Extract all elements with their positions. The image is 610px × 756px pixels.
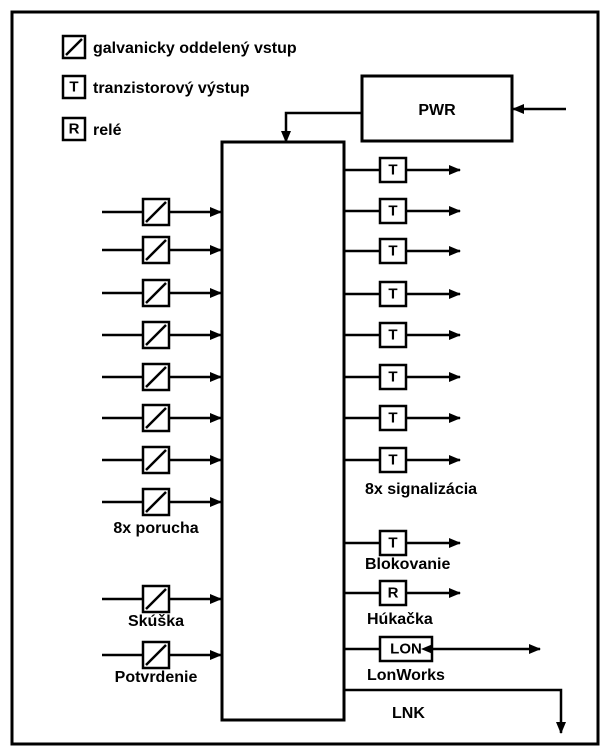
output-box-letter: LON xyxy=(390,641,422,658)
legend: galvanicky oddelený vstup T tranzistorov… xyxy=(61,34,297,142)
signal-output-1: T xyxy=(344,156,461,184)
outputs-group: T T T T T T T T T R LON xyxy=(344,156,541,663)
signal-output-7: T xyxy=(344,404,461,432)
legend-transistor-letter: T xyxy=(69,79,78,96)
transistor-box-icon xyxy=(378,363,408,391)
legend-galvanic-label: galvanicky oddelený vstup xyxy=(93,40,297,57)
input-label-skuska: Skúška xyxy=(128,613,184,630)
outputs-signal-label: 8x signalizácia xyxy=(365,481,477,498)
input-skuska xyxy=(102,584,222,614)
lnk-label: LNK xyxy=(392,705,425,722)
output-box-letter: T xyxy=(388,203,397,220)
signal-output-8: T xyxy=(344,446,461,474)
output-box-letter: T xyxy=(388,243,397,260)
fault-input-5 xyxy=(102,362,222,392)
main-controller-block xyxy=(220,140,346,722)
galvanic-slash xyxy=(65,38,83,56)
galvanic-slash xyxy=(145,324,167,346)
transistor-box-icon xyxy=(61,74,87,100)
galvanic-slash xyxy=(145,407,167,429)
galvanic-slash xyxy=(145,201,167,223)
output-box-letter: T xyxy=(388,162,397,179)
galvanic-slash xyxy=(145,366,167,388)
fault-input-2 xyxy=(102,235,222,265)
output-lonworks: LON xyxy=(344,635,541,663)
inputs-group-label: 8x porucha xyxy=(113,520,198,537)
output-label-lonworks: LonWorks xyxy=(367,667,445,684)
output-hukacka: R xyxy=(344,579,461,607)
output-box-letter: T xyxy=(388,452,397,469)
fault-input-4 xyxy=(102,320,222,350)
signal-output-3: T xyxy=(344,237,461,265)
output-box-letter: R xyxy=(388,585,399,602)
pwr-box xyxy=(360,74,514,143)
fault-input-1 xyxy=(102,197,222,227)
outer-frame xyxy=(10,10,600,746)
pwr-label: PWR xyxy=(418,102,456,119)
output-blokovanie: T xyxy=(344,529,461,557)
galvanic-slash xyxy=(145,282,167,304)
output-box-letter: T xyxy=(388,410,397,427)
fault-input-7 xyxy=(102,445,222,475)
transistor-box-icon xyxy=(378,237,408,265)
output-label-blokovanie: Blokovanie xyxy=(365,556,450,573)
legend-relay-label: relé xyxy=(93,122,122,139)
signal-output-5: T xyxy=(344,321,461,349)
signal-output-6: T xyxy=(344,363,461,391)
output-box-letter: T xyxy=(388,286,397,303)
legend-transistor-item: T tranzistorový výstup xyxy=(61,74,250,100)
galvanic-slash xyxy=(145,644,167,666)
transistor-box-icon xyxy=(378,446,408,474)
input-label-potvrdenie: Potvrdenie xyxy=(115,669,198,686)
legend-galvanic-item: galvanicky oddelený vstup xyxy=(61,34,297,60)
legend-relay-letter: R xyxy=(69,121,80,138)
pwr-feed-arrow xyxy=(281,111,362,143)
lnk-arrow xyxy=(344,688,566,734)
output-label-hukacka: Húkačka xyxy=(367,611,433,628)
output-box-letter: T xyxy=(388,327,397,344)
fault-input-6 xyxy=(102,403,222,433)
signal-output-2: T xyxy=(344,197,461,225)
galvanic-slash xyxy=(145,239,167,261)
galvanic-slash xyxy=(145,449,167,471)
link-output: LNK xyxy=(344,688,566,734)
legend-transistor-label: tranzistorový výstup xyxy=(93,80,250,97)
inputs-group xyxy=(102,197,222,670)
output-box-letter: T xyxy=(388,535,397,552)
transistor-box-icon xyxy=(378,197,408,225)
output-box-letter: T xyxy=(388,369,397,386)
fault-input-8 xyxy=(102,487,222,517)
galvanic-slash xyxy=(145,491,167,513)
legend-relay-item: R relé xyxy=(61,116,122,142)
input-potvrdenie xyxy=(102,640,222,670)
galvanic-slash xyxy=(145,588,167,610)
relay-box-icon xyxy=(61,116,87,142)
power-supply: PWR xyxy=(281,74,566,143)
signal-output-4: T xyxy=(344,280,461,308)
fault-input-3 xyxy=(102,278,222,308)
